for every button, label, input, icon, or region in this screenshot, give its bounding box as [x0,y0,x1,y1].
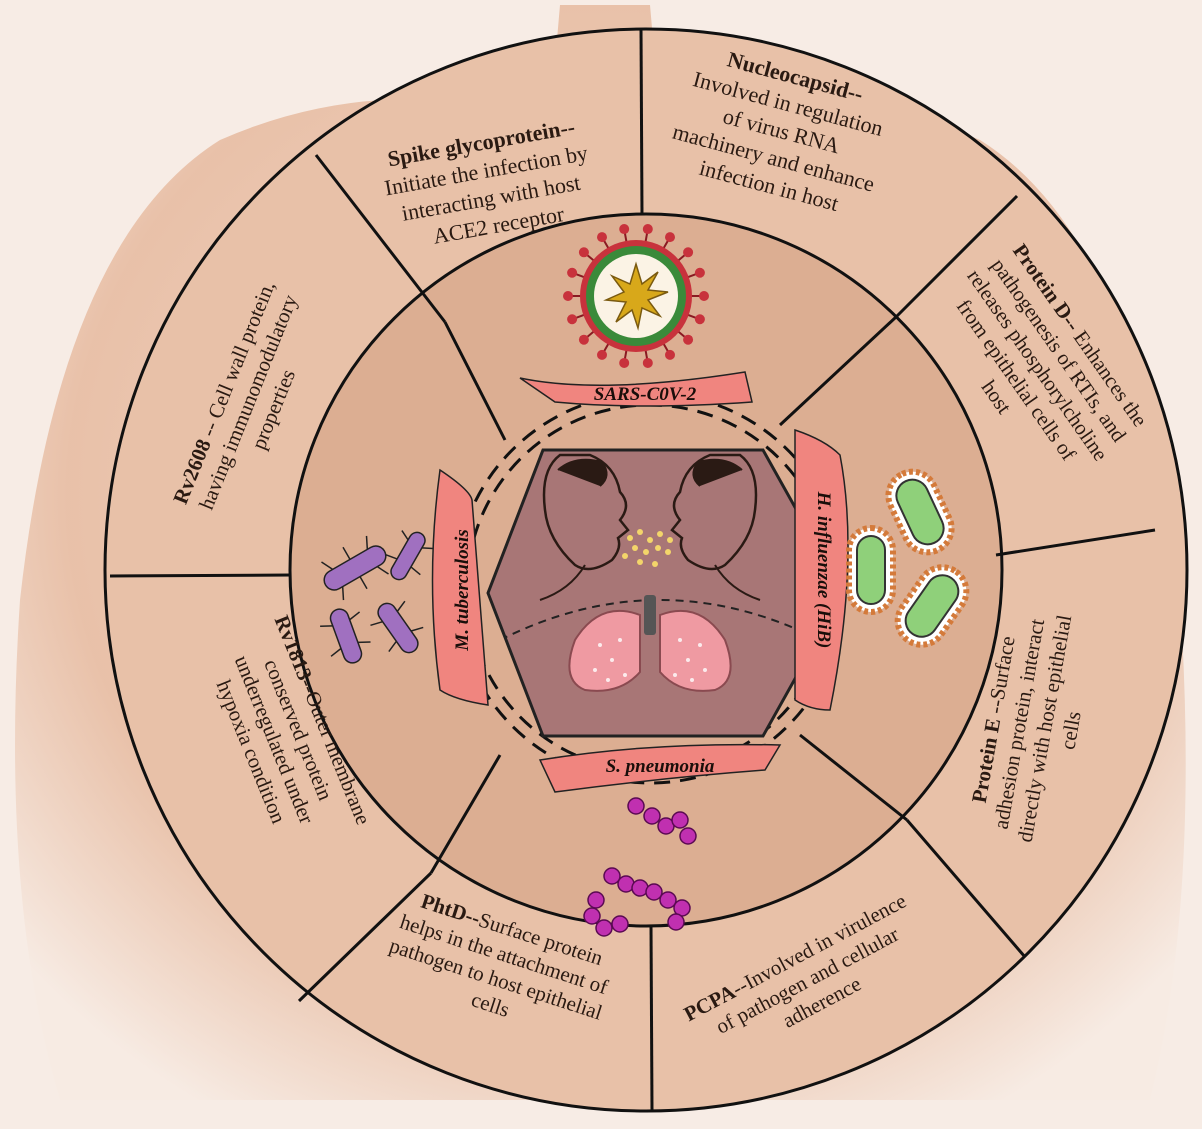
streptococcus-cell [680,828,696,844]
label-sars: SARS-C0V-2 [594,384,697,405]
streptococcus-cell [644,808,660,824]
virus-spike-head [567,314,577,324]
virus-spike-head [619,358,629,368]
virus-spike-head [695,314,705,324]
streptococcus-cell [584,908,600,924]
virus-spike-head [665,232,675,242]
streptococcus-cell [628,798,644,814]
virus-spike-head [567,268,577,278]
virus-spike-head [643,358,653,368]
label-mtb: M. tuberculosis [452,529,473,651]
streptococcus-cell [612,916,628,932]
virus-spike-head [699,291,709,301]
virus-spike-head [683,335,693,345]
virus-spike-head [643,224,653,234]
label-hib: H. influenzae (HiB) [813,491,834,649]
virus-spike-head [579,335,589,345]
virus-spike-head [695,268,705,278]
streptococcus-cell [672,812,688,828]
virus-spike-head [683,247,693,257]
virus-spike-head [579,247,589,257]
virus-spike-head [665,350,675,360]
streptococcus-cell [668,914,684,930]
streptococcus-cell [588,892,604,908]
virus-spike-head [563,291,573,301]
virus-spike-head [597,350,607,360]
label-spn: S. pneumonia [606,756,715,777]
virus-spike-head [619,224,629,234]
virus-spike-head [597,232,607,242]
streptococcus-cell [596,920,612,936]
